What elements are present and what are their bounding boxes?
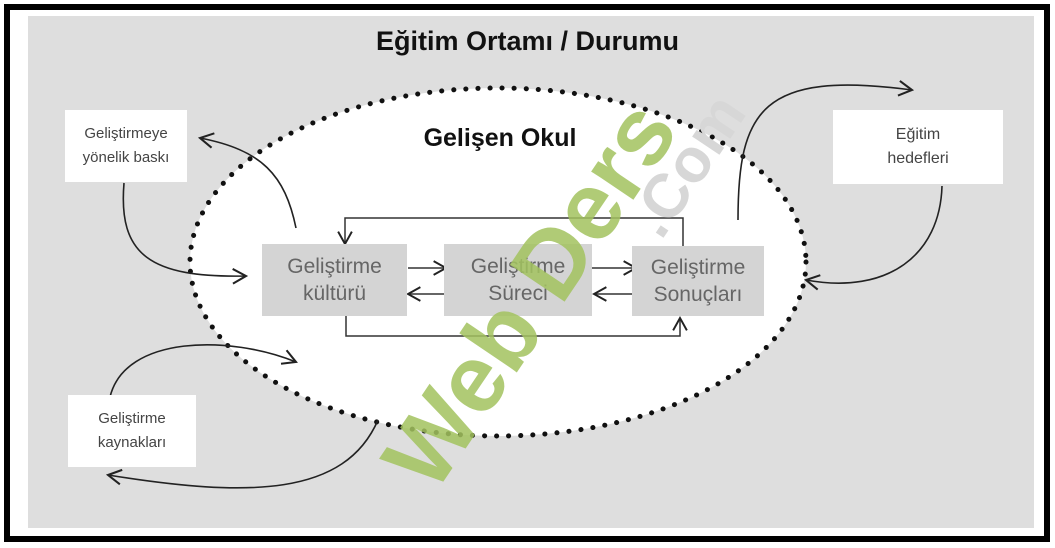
development-culture-box: Geliştirme kültürü bbox=[262, 244, 407, 316]
results-line-1: Geliştirme bbox=[650, 256, 746, 279]
development-results-box: Geliştirme Sonuçları bbox=[632, 246, 764, 316]
resources-out-arrow bbox=[105, 419, 379, 489]
results-line-2: Sonuçları bbox=[653, 283, 743, 306]
pressure-out-arrow bbox=[197, 132, 297, 229]
culture-line-2: kültürü bbox=[302, 282, 366, 305]
process-line-1: Geliştirme bbox=[470, 255, 566, 278]
bottom-feedback-line bbox=[345, 316, 688, 337]
goals-box: Eğitim hedefleri bbox=[833, 110, 1003, 184]
process-line-2: Süreci bbox=[488, 282, 548, 305]
resources-line-2: kaynakları bbox=[97, 434, 167, 451]
resources-box: Geliştirme kaynakları bbox=[68, 395, 196, 467]
goals-in-arrow bbox=[803, 185, 943, 291]
pressure-in-arrow bbox=[122, 182, 249, 285]
pressure-box: Geliştirmeye yönelik baskı bbox=[65, 110, 187, 182]
top-feedback-line bbox=[337, 217, 684, 246]
goals-line-1: Eğitim bbox=[895, 126, 941, 143]
pressure-line-2: yönelik baskı bbox=[82, 149, 170, 166]
diagram-title: Eğitim Ortamı / Durumu bbox=[375, 26, 680, 56]
resources-line-1: Geliştirme bbox=[98, 410, 166, 427]
pressure-line-1: Geliştirmeye bbox=[84, 125, 168, 142]
school-label: Gelişen Okul bbox=[423, 124, 577, 152]
goals-line-2: hedefleri bbox=[887, 150, 949, 167]
goals-out-arrow bbox=[737, 80, 915, 221]
development-process-box: Geliştirme Süreci bbox=[444, 244, 592, 316]
resources-in-arrow bbox=[109, 344, 298, 398]
culture-line-1: Geliştirme bbox=[287, 255, 382, 278]
